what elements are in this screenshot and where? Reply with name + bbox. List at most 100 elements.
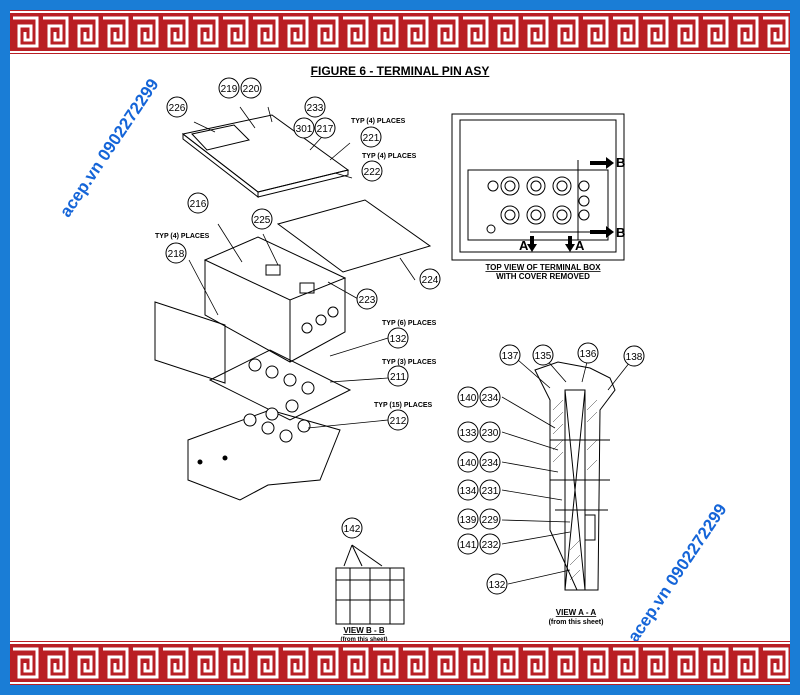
base-hole bbox=[197, 459, 203, 465]
stud bbox=[279, 429, 293, 443]
callout-number: 133 bbox=[460, 428, 477, 439]
box-hole bbox=[301, 322, 313, 334]
callout-number: 221 bbox=[363, 133, 380, 144]
callout-number: 222 bbox=[364, 167, 381, 178]
terminal-studs bbox=[243, 358, 315, 443]
callout-number: 142 bbox=[344, 524, 361, 535]
exploded-leaders bbox=[188, 106, 416, 429]
gasket bbox=[276, 199, 432, 273]
view-bb-callout-circle bbox=[341, 517, 363, 539]
box-top-opening bbox=[203, 236, 347, 301]
typ-note: TYP (3) PLACES bbox=[382, 359, 437, 366]
view-aa-callout-numbers: 137 135 136 138 140 234 133 230 140 234 … bbox=[460, 349, 643, 591]
callout-number: 211 bbox=[390, 372, 406, 383]
view-aa-subtitle: (from this sheet) bbox=[549, 619, 604, 626]
stud bbox=[243, 413, 257, 427]
top-view-caption: TOP VIEW OF TERMINAL BOX WITH COVER REMO… bbox=[485, 263, 601, 281]
callout-number: 138 bbox=[626, 352, 643, 363]
exploded-callout-circles bbox=[165, 77, 441, 431]
section-label-b: B bbox=[616, 225, 625, 240]
callout-number: 234 bbox=[482, 393, 499, 404]
callout-number: 234 bbox=[482, 458, 499, 469]
figure-title: FIGURE 6 - TERMINAL PIN ASY bbox=[310, 64, 490, 78]
view-bb-title: VIEW B - B bbox=[343, 626, 385, 635]
typ-note: TYP (4) PLACES bbox=[351, 118, 406, 125]
technical-drawing: 219 220 226 233 301 217 221 222 216 225 … bbox=[154, 77, 645, 643]
top-view-caption-line1: TOP VIEW OF TERMINAL BOX bbox=[485, 263, 601, 272]
pin-core bbox=[564, 389, 586, 591]
typ-note: TYP (6) PLACES bbox=[382, 320, 437, 327]
bottom-greek-key-pattern bbox=[10, 641, 790, 685]
callout-number: 140 bbox=[460, 458, 477, 469]
stud bbox=[297, 419, 311, 433]
callout-number: 229 bbox=[482, 515, 499, 526]
top-greek-key-border bbox=[10, 10, 790, 54]
typ-note: TYP (4) PLACES bbox=[155, 233, 210, 240]
callout-number: 132 bbox=[489, 580, 506, 591]
callout-number: 132 bbox=[390, 334, 407, 345]
exploded-assembly bbox=[154, 114, 432, 501]
base-hole bbox=[222, 455, 228, 461]
view-aa-callout-circles bbox=[457, 342, 645, 595]
callout-number: 233 bbox=[307, 103, 324, 114]
cover-edge bbox=[182, 132, 259, 199]
typ-note: TYP (15) PLACES bbox=[374, 402, 433, 409]
callout-number: 230 bbox=[482, 428, 499, 439]
stud bbox=[285, 399, 299, 413]
stud bbox=[301, 381, 315, 395]
callout-number: 212 bbox=[390, 416, 407, 427]
box-window bbox=[299, 282, 315, 294]
terminal-plate bbox=[208, 349, 352, 421]
view-aa-leaders bbox=[501, 357, 631, 585]
callout-number: 137 bbox=[502, 351, 519, 362]
section-label-a: A bbox=[519, 238, 529, 253]
side-plate bbox=[154, 301, 226, 384]
view-bb-subtitle: (from this sheet) bbox=[340, 637, 387, 643]
typ-note: TYP (4) PLACES bbox=[362, 153, 417, 160]
callout-number: 135 bbox=[535, 351, 552, 362]
callout-number: 224 bbox=[422, 275, 439, 286]
view-aa-title: VIEW A - A bbox=[556, 608, 597, 617]
top-view-drawing bbox=[451, 113, 625, 261]
top-greek-key-pattern bbox=[10, 10, 790, 54]
callout-number: 217 bbox=[317, 124, 334, 135]
callout-number: 216 bbox=[190, 199, 207, 210]
callout-number: 223 bbox=[359, 295, 376, 306]
cover-edge-front bbox=[257, 169, 349, 198]
callout-number: 301 bbox=[296, 124, 313, 135]
section-label-b: B bbox=[616, 155, 625, 170]
callout-number: 134 bbox=[460, 486, 477, 497]
pin-body-outline bbox=[534, 361, 616, 591]
exploded-callout-numbers: 219 220 226 233 301 217 221 222 216 225 … bbox=[168, 84, 439, 427]
top-view-outline bbox=[451, 113, 625, 261]
box-hole bbox=[315, 314, 327, 326]
callout-number: 220 bbox=[243, 84, 260, 95]
callout-number: 140 bbox=[460, 393, 477, 404]
view-aa-hatching bbox=[552, 399, 598, 581]
callout-number: 139 bbox=[460, 515, 477, 526]
box-hole bbox=[327, 306, 339, 318]
callout-number: 136 bbox=[580, 349, 597, 360]
view-bb-drawing bbox=[335, 544, 405, 625]
callout-number: 225 bbox=[254, 215, 271, 226]
callout-number: 218 bbox=[168, 249, 185, 260]
bottom-greek-key-border bbox=[10, 641, 790, 685]
view-aa-caption: VIEW A - A (from this sheet) bbox=[549, 608, 604, 626]
stud bbox=[261, 421, 275, 435]
stud bbox=[283, 373, 297, 387]
stud bbox=[248, 358, 262, 372]
section-label-a: A bbox=[575, 238, 585, 253]
view-bb-caption: VIEW B - B (from this sheet) bbox=[340, 626, 387, 643]
callout-number: 141 bbox=[460, 540, 477, 551]
base-block bbox=[187, 409, 341, 501]
callout-number: 232 bbox=[482, 540, 499, 551]
callout-number: 226 bbox=[169, 103, 186, 114]
callout-number: 219 bbox=[221, 84, 238, 95]
drawing-sheet: FIGURE 6 - TERMINAL PIN ASY bbox=[10, 10, 790, 685]
top-view-caption-line2: WITH COVER REMOVED bbox=[496, 272, 590, 281]
callout-number: 231 bbox=[482, 486, 499, 497]
view-aa-drawing bbox=[534, 361, 616, 591]
stud bbox=[265, 365, 279, 379]
label-plate bbox=[191, 124, 250, 151]
exploded-notes: TYP (4) PLACES TYP (4) PLACES TYP (4) PL… bbox=[155, 118, 437, 409]
